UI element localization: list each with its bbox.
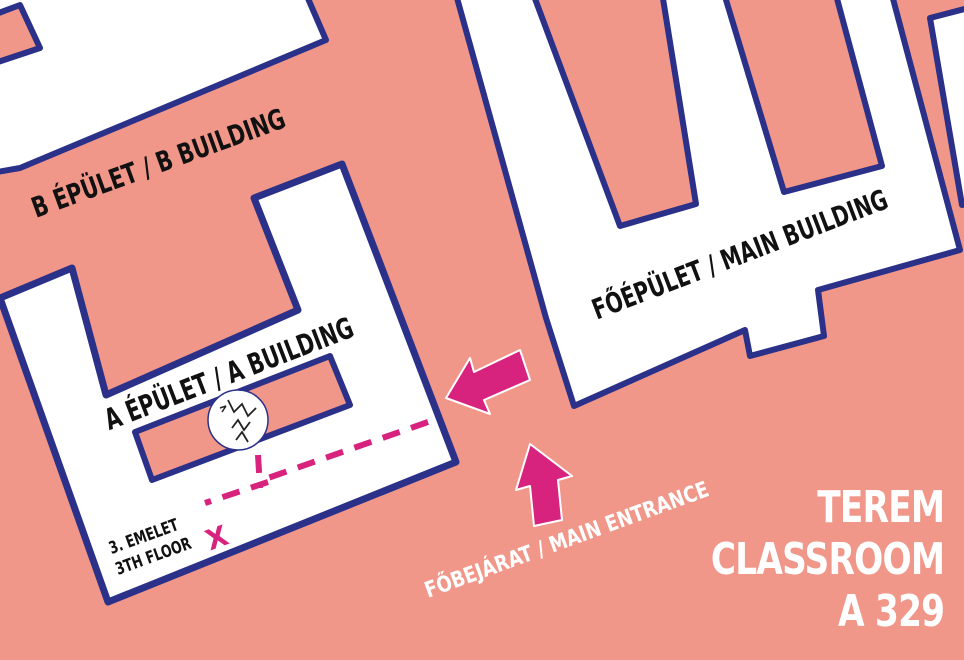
b-building-notch — [0, 2, 43, 65]
title-line-terem: TEREM — [817, 482, 945, 533]
title-line-classroom: CLASSROOM — [710, 534, 945, 585]
stairs-icon — [207, 389, 269, 451]
a-building-shape — [0, 160, 460, 606]
east-building-fragment — [927, 6, 964, 208]
route-to-stairs — [204, 419, 429, 506]
entrance-label: FŐBEJÁRAT / MAIN ENTRANCE — [421, 476, 712, 603]
main-building-courtyard-left — [532, 0, 699, 229]
classroom-title: TEREM CLASSROOM A 329 — [710, 482, 945, 638]
arrow-main-entrance — [515, 443, 573, 527]
b-building-shape — [0, 0, 329, 175]
title-line-room-number: A 329 — [837, 586, 945, 637]
arrow-into-a-building — [445, 349, 531, 415]
main-building-courtyard-right — [722, 0, 885, 195]
